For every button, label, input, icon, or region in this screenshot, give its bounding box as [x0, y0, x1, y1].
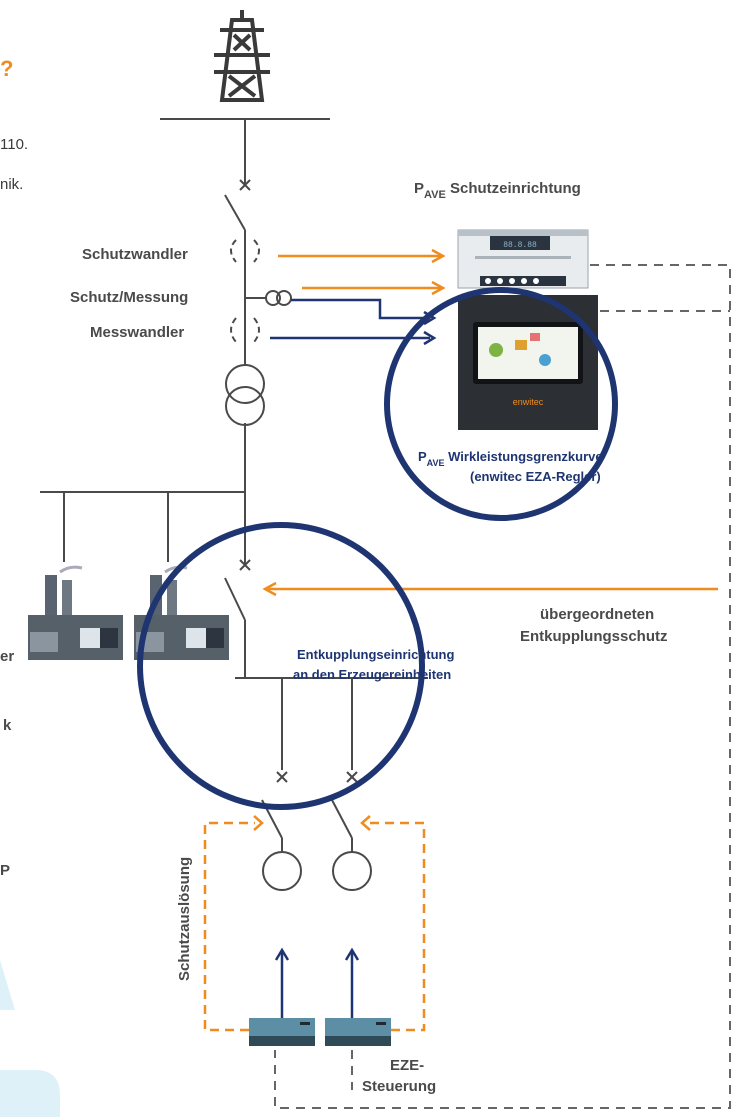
- protection-device-icon: [457, 229, 589, 289]
- label-eze-line1: EZE-: [390, 1057, 425, 1074]
- cut-off-text-110: 110.: [0, 136, 29, 153]
- breaker-x-icon: [239, 179, 251, 571]
- label-entkupplung-line1: Entkupplungseinrichtung: [297, 647, 455, 662]
- pave-wirk-line1: Wirkleistungsgrenzkurve: [448, 449, 603, 464]
- pave-wirk-subscript: AVE: [426, 458, 445, 468]
- label-uebergeordnet-line2: Entkupplungsschutz: [520, 628, 668, 645]
- label-schutzausloesung: Schutzauslösung: [176, 856, 193, 981]
- eza-highlight-circle: [384, 287, 618, 521]
- generator-circle-icon: [262, 851, 372, 891]
- entkupplung-highlight-circle: [137, 522, 425, 810]
- eze-device-icon: [249, 1018, 315, 1046]
- label-schutz-messung: Schutz/Messung: [70, 289, 189, 306]
- label-schutzwandler: Schutzwandler: [82, 246, 188, 263]
- device-display-text: 88.8.88: [503, 241, 537, 250]
- label-entkupplung-line2: an den Erzeugereinheiten: [293, 667, 452, 682]
- cut-off-text-er: er: [0, 648, 15, 665]
- arrowhead-icon: [253, 815, 371, 831]
- pave-p: P: [414, 180, 425, 197]
- factory-busbar: [40, 491, 245, 562]
- cut-off-text-nik: nik.: [0, 176, 24, 193]
- cut-off-text-p: P: [0, 862, 11, 879]
- cut-off-heading-fragment: ?: [0, 56, 14, 81]
- factory-icon: [28, 565, 123, 660]
- protection-signal-arrow: [262, 248, 718, 597]
- protection-trip-dashed-line: [203, 821, 426, 1032]
- pave-schutz-text: Schutzeinrichtung: [450, 180, 581, 197]
- power-transformer-icon: [225, 364, 265, 426]
- lower-busbar: [235, 677, 428, 852]
- label-messwandler: Messwandler: [90, 324, 185, 341]
- control-dashed-line: [274, 264, 731, 1109]
- breaker-x-icon: [276, 771, 358, 783]
- decor-shape: [0, 960, 15, 1010]
- decor-shape: [0, 1040, 60, 1117]
- label-eza-regler: (enwitec EZA-Regler): [470, 469, 601, 484]
- main-feeder-line: [224, 119, 246, 678]
- measuring-transformer-icon: [245, 290, 292, 306]
- label-pave-wirkleistung: PAVE Wirkleistungsgrenzkurve: [418, 448, 603, 468]
- eza-brand-text: enwitec: [513, 397, 544, 407]
- eze-device-icon: [325, 1018, 391, 1046]
- power-tower-icon: [214, 10, 270, 102]
- pave-subscript: AVE: [424, 189, 446, 201]
- label-uebergeordnet-line1: übergeordneten: [540, 606, 655, 623]
- label-eze-line2: Steuerung: [362, 1078, 437, 1095]
- label-pave-schutzeinrichtung: PAVE Schutzeinrichtung: [414, 180, 581, 201]
- control-signal-arrow: [274, 947, 360, 1018]
- current-transformer-icon: [230, 239, 260, 343]
- pave-wirk-p: P: [418, 449, 427, 464]
- cut-off-text-k: k: [3, 717, 12, 734]
